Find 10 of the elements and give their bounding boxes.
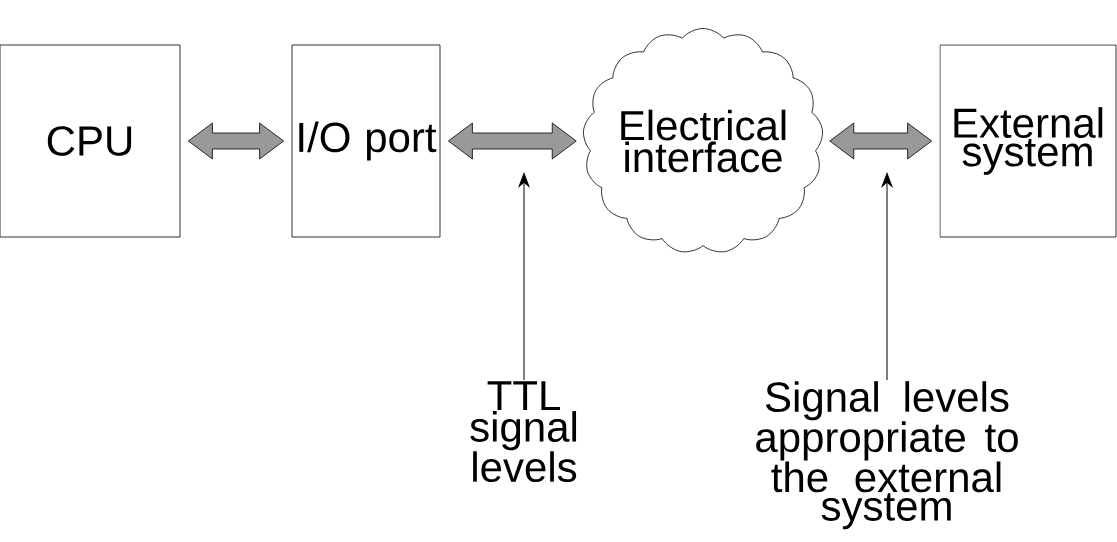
double-arrow (448, 122, 577, 160)
leader-line (518, 172, 530, 381)
block-box: CPU (0, 44, 181, 238)
block-box: I/O port (291, 44, 441, 238)
block-box: External system (939, 44, 1117, 238)
note-text: TTL signal levels (470, 381, 577, 483)
double-arrow (829, 122, 932, 160)
note-text: Signal levels appropriate to the external system (756, 381, 1018, 530)
leader-line (881, 172, 893, 381)
double-arrow (188, 122, 284, 160)
